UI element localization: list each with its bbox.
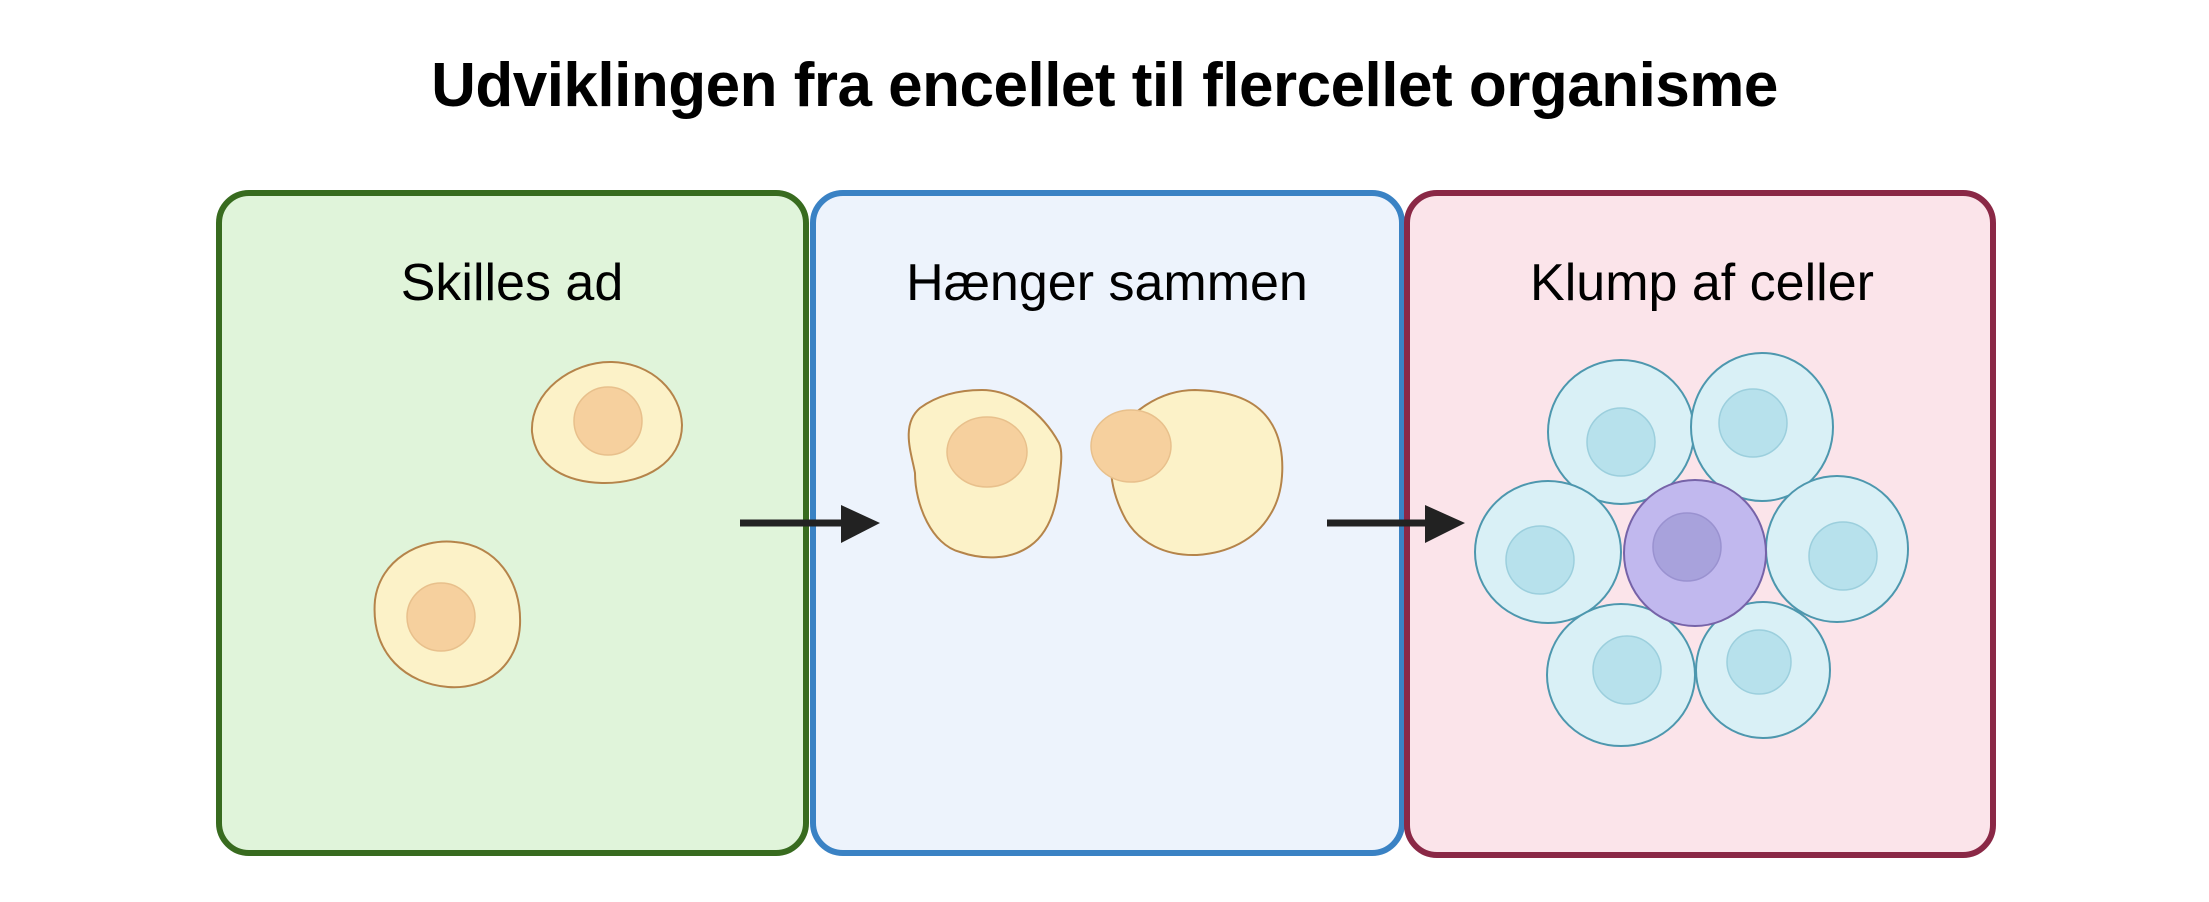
cell-attached-left <box>907 388 1063 559</box>
cell-cluster-left <box>1474 480 1622 624</box>
cell-nucleus <box>1090 409 1172 483</box>
cell-single-1 <box>373 540 522 689</box>
arrow-right-icon <box>740 505 880 543</box>
panel-attached: Hænger sammen <box>810 190 1405 856</box>
cell-nucleus <box>1718 388 1788 458</box>
cell-nucleus <box>946 416 1028 488</box>
arrow-head <box>1425 505 1465 543</box>
cell-nucleus <box>1652 512 1722 582</box>
cell-cluster-right <box>1765 475 1909 623</box>
cell-nucleus <box>573 386 643 456</box>
panel-separate-label: Skilles ad <box>401 254 624 312</box>
arrow-head <box>841 505 880 543</box>
cell-cluster-top-left <box>1547 359 1695 505</box>
arrow-right-icon <box>1327 505 1465 543</box>
cell-nucleus <box>1592 635 1662 705</box>
panel-attached-label: Hænger sammen <box>906 254 1308 312</box>
panel-separate: Skilles ad <box>216 190 809 856</box>
cell-attached-right <box>1090 388 1284 557</box>
cell-cluster-bottom-right <box>1695 601 1831 739</box>
cell-nucleus <box>1808 521 1878 591</box>
cell-cluster-top-right <box>1690 352 1834 502</box>
panel-cluster: Klump af celler <box>1404 190 1996 858</box>
cell-nucleus <box>1505 525 1575 595</box>
cell-nucleus <box>1726 629 1792 695</box>
cell-nucleus <box>406 582 476 652</box>
panel-cluster-label: Klump af celler <box>1530 254 1874 312</box>
diagram-title: Udviklingen fra encellet til flercellet … <box>431 51 1778 120</box>
cell-single-2 <box>530 360 684 485</box>
cell-cluster-bottom-left <box>1546 603 1696 747</box>
cell-cluster-center <box>1623 479 1767 627</box>
cell-nucleus <box>1586 407 1656 477</box>
